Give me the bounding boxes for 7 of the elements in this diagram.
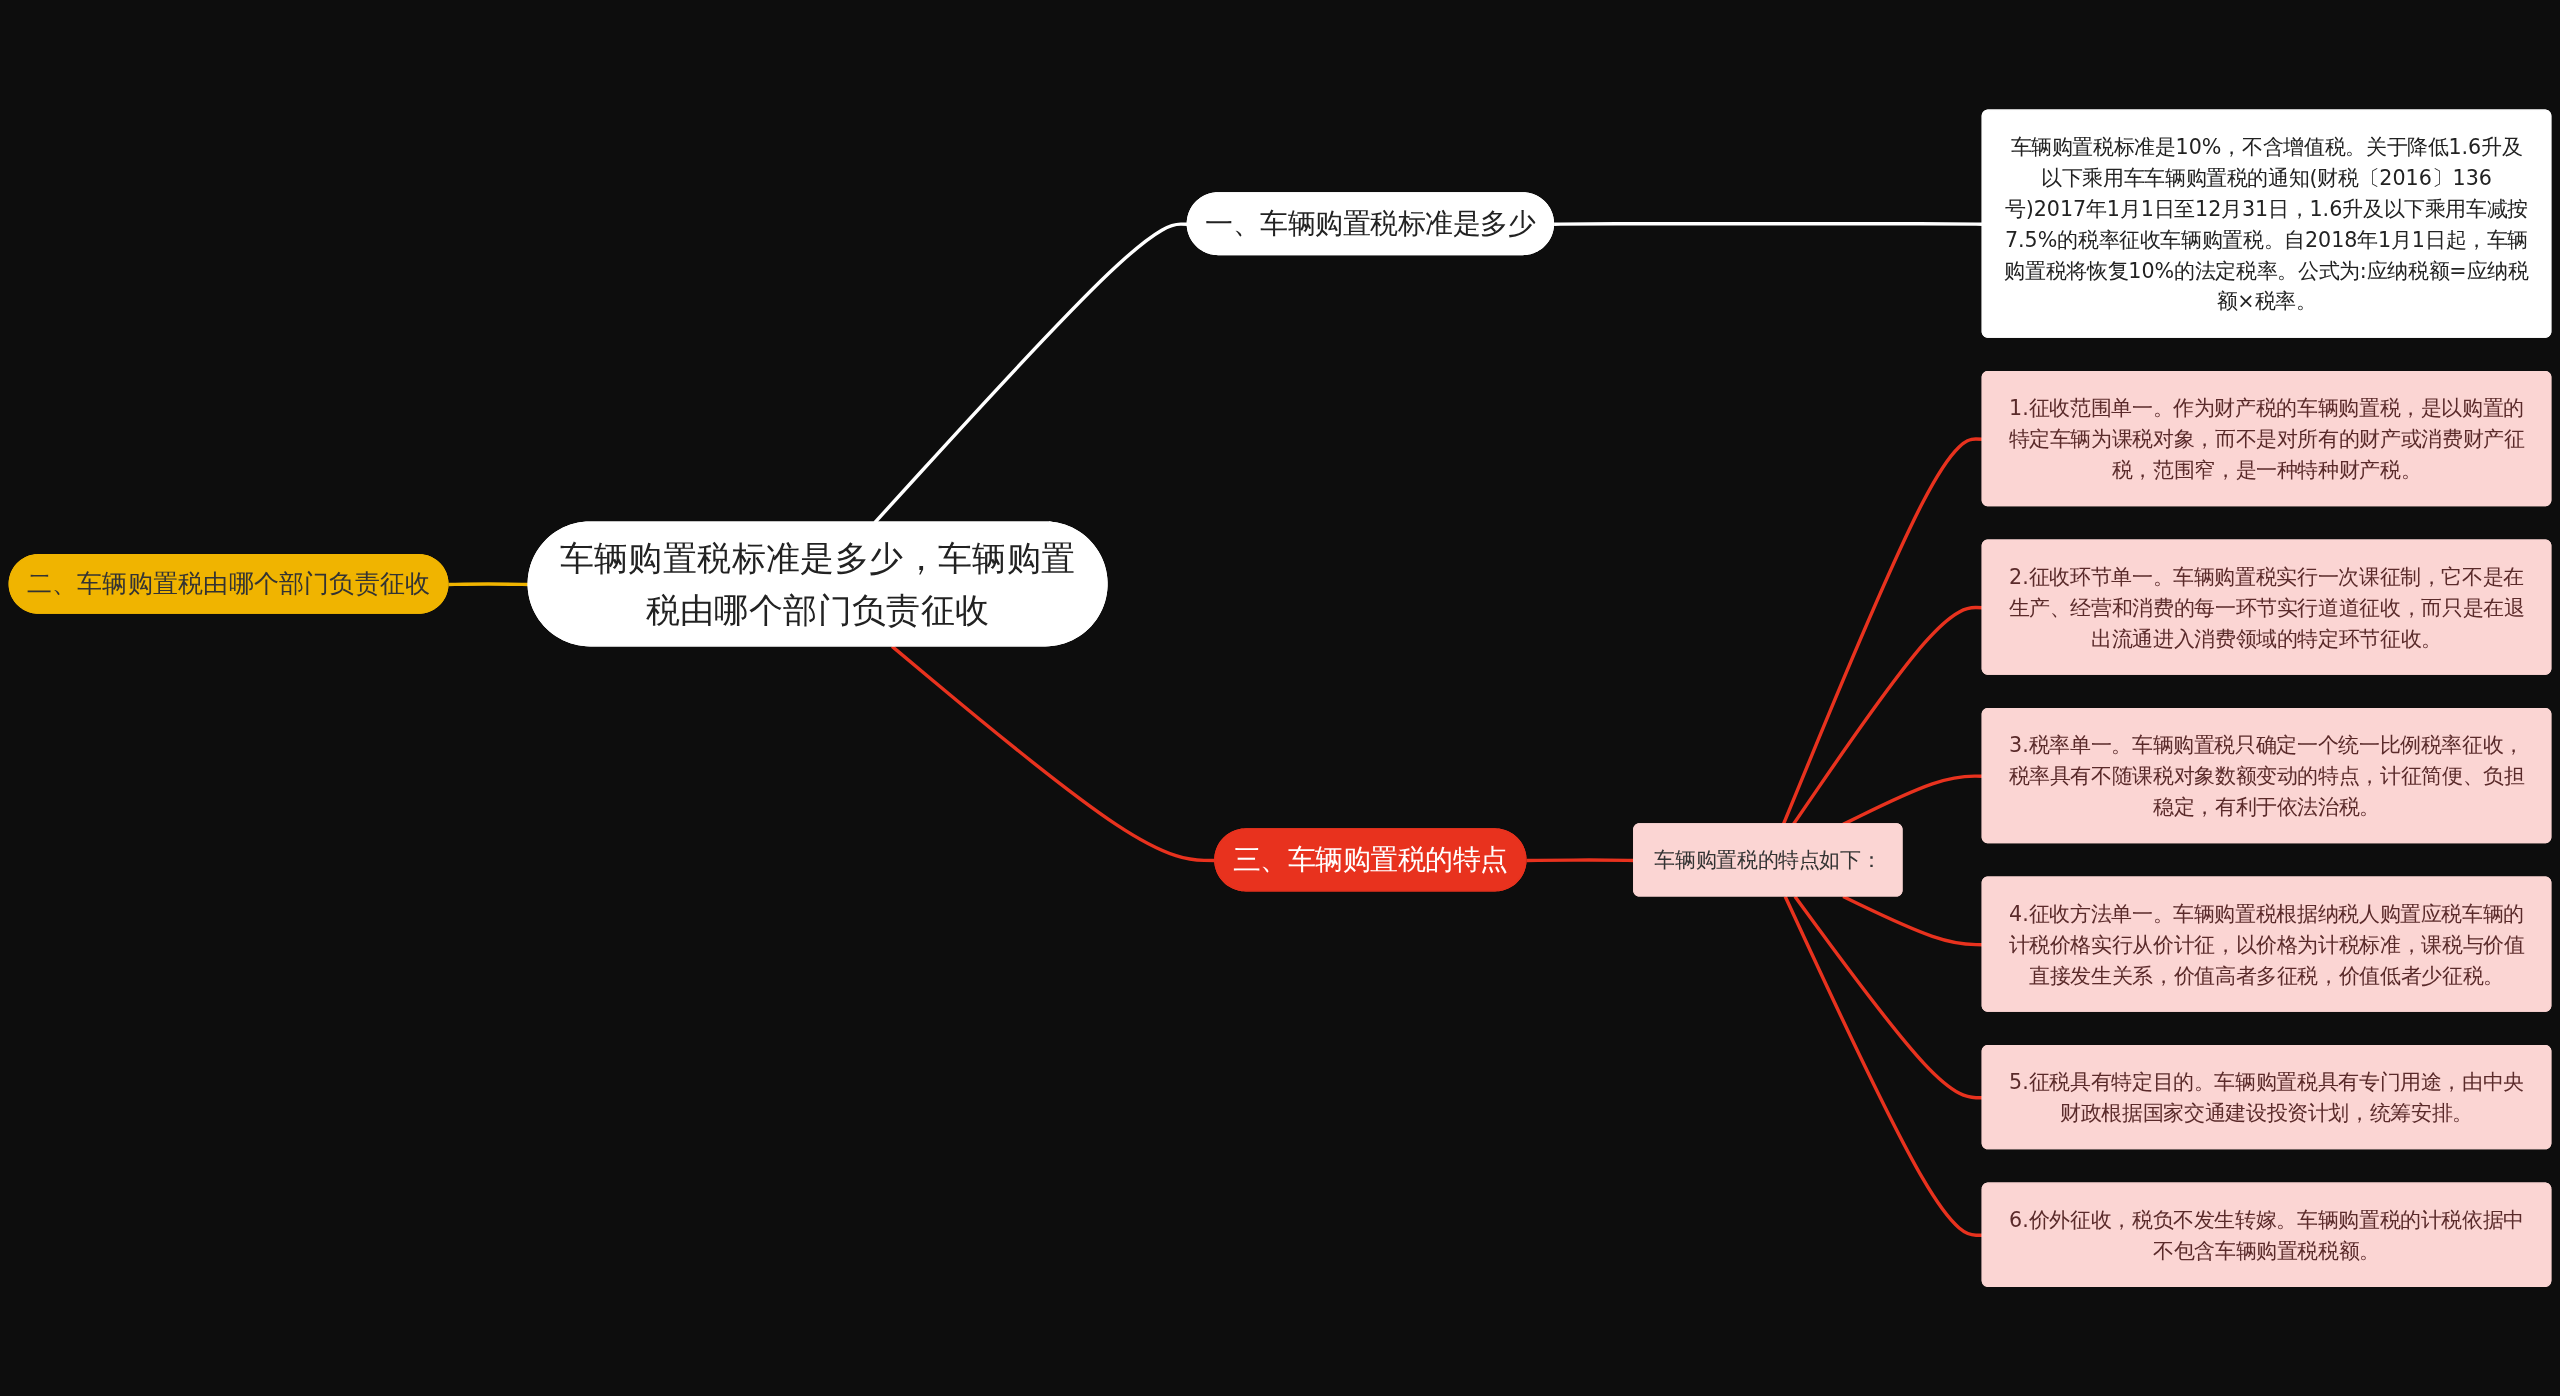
connector [1554,221,1983,226]
connector [1783,895,1983,1237]
connector [1781,437,1983,825]
connector [890,644,1216,862]
connector [448,582,529,586]
connector [1842,894,1983,947]
connector [1793,895,1983,1100]
